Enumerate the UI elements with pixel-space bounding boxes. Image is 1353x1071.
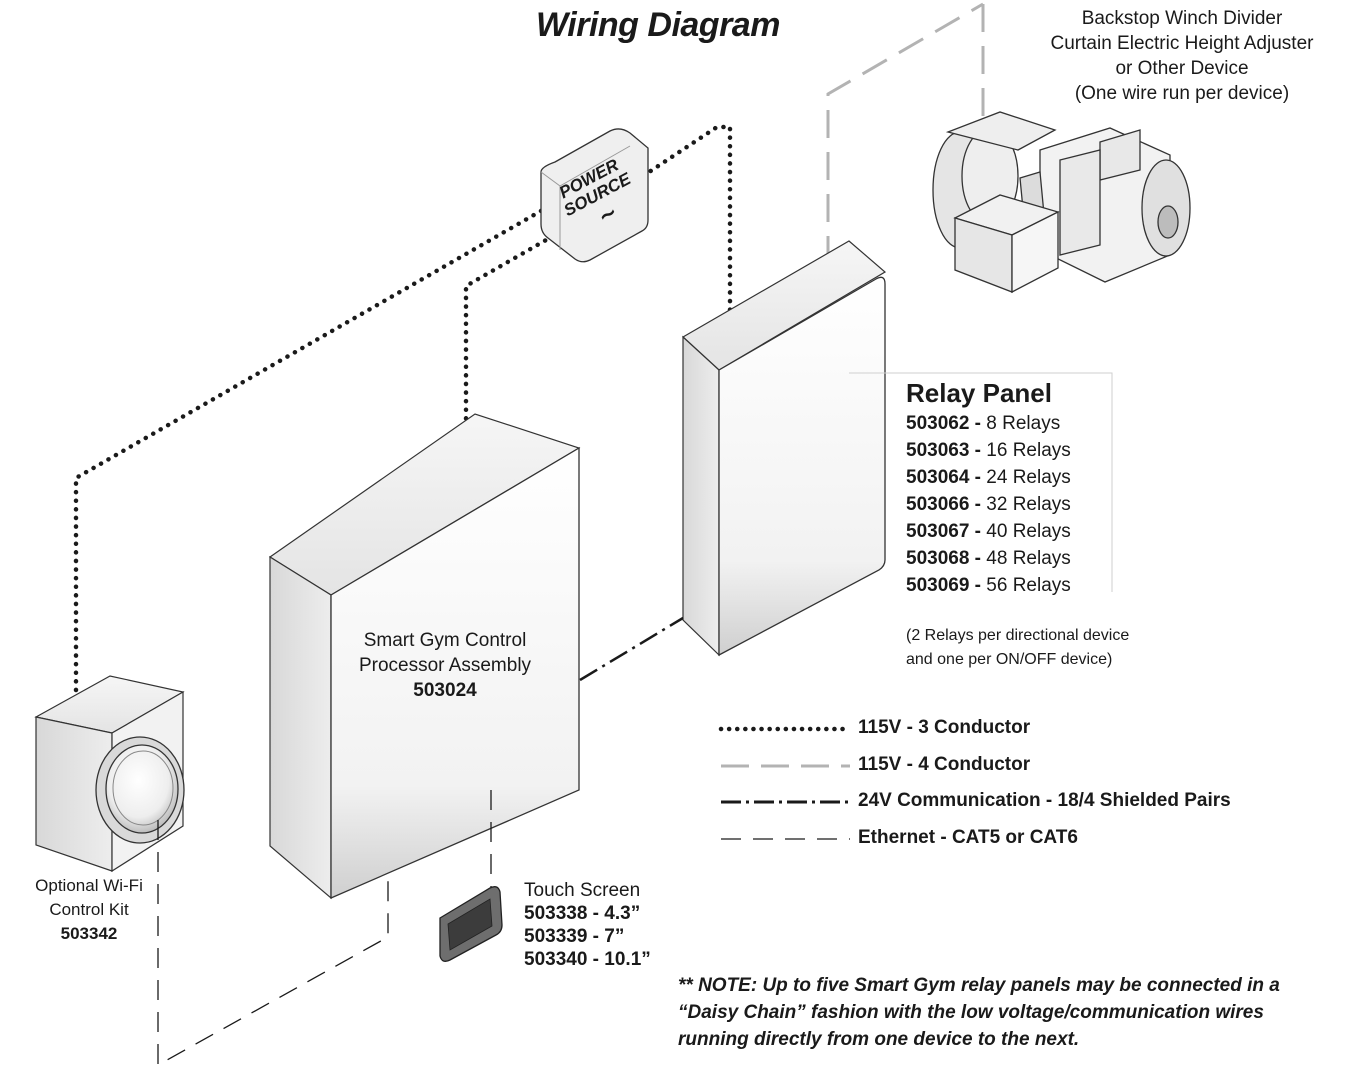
relay-panel-title: Relay Panel bbox=[906, 378, 1052, 408]
legend-label: 115V - 3 Conductor bbox=[858, 717, 1031, 738]
relay-panel-note: (2 Relays per directional device and one… bbox=[906, 624, 1129, 672]
relay-model-code: 503069 - bbox=[906, 575, 982, 596]
wifi-kit-label: Optional Wi-Fi Control Kit 503342 bbox=[4, 874, 174, 946]
relay-model-code: 503068 - bbox=[906, 548, 982, 569]
relay-model-code: 503066 - bbox=[906, 494, 982, 515]
relay-model-code: 503064 - bbox=[906, 467, 982, 488]
relay-model-desc: 24 Relays bbox=[986, 467, 1071, 488]
touch-screen-model: 503338 - 4.3” bbox=[524, 903, 641, 924]
relay-model-row: 503069 - 56 Relays bbox=[906, 572, 1071, 599]
relay-model-desc: 16 Relays bbox=[986, 440, 1071, 461]
wire-ethernet bbox=[157, 790, 492, 1067]
relay-model-desc: 32 Relays bbox=[986, 494, 1071, 515]
device-label-line: or Other Device bbox=[1115, 58, 1249, 79]
legend-label: 24V Communication - 18/4 Shielded Pairs bbox=[858, 790, 1231, 811]
daisy-chain-note: ** NOTE: Up to five Smart Gym relay pane… bbox=[678, 972, 1348, 1053]
relay-model-code: 503063 - bbox=[906, 440, 982, 461]
note-line: running directly from one device to the … bbox=[678, 1029, 1080, 1050]
relay-model-desc: 8 Relays bbox=[986, 413, 1061, 434]
touch-screen-device bbox=[439, 886, 503, 962]
processor-part-number: 503024 bbox=[413, 680, 477, 701]
touch-screen-model: 503340 - 10.1” bbox=[524, 949, 651, 970]
wire-24v-communication bbox=[579, 616, 684, 682]
legend-row-115v-3: 115V - 3 Conductor bbox=[718, 717, 1338, 743]
touch-screen-label: Touch Screen 503338 - 4.3” 503339 - 7” 5… bbox=[524, 879, 651, 971]
relay-panel-info: Relay Panel 503062 - 8 Relays 503063 - 1… bbox=[906, 378, 1071, 599]
relay-model-row: 503066 - 32 Relays bbox=[906, 491, 1071, 518]
diagram-title: Wiring Diagram bbox=[536, 6, 780, 44]
legend-line-samples bbox=[718, 726, 853, 840]
power-source-box: POWER SOURCE ~ bbox=[540, 128, 649, 263]
relay-panel-box bbox=[681, 240, 887, 657]
processor-label-line: Smart Gym Control bbox=[363, 630, 527, 651]
legend-row-24v: 24V Communication - 18/4 Shielded Pairs bbox=[718, 790, 1338, 816]
winch-device-illustration bbox=[932, 111, 1191, 294]
relay-model-row: 503067 - 40 Relays bbox=[906, 518, 1071, 545]
relay-note-line: (2 Relays per directional device bbox=[906, 627, 1130, 644]
note-line: ** NOTE: Up to five Smart Gym relay pane… bbox=[678, 975, 1280, 996]
wifi-control-kit bbox=[34, 675, 185, 873]
touch-screen-model: 503339 - 7” bbox=[524, 926, 625, 947]
legend-row-115v-4: 115V - 4 Conductor bbox=[718, 754, 1338, 780]
device-label-line: Backstop Winch Divider bbox=[1081, 8, 1283, 29]
processor-label: Smart Gym Control Processor Assembly 503… bbox=[330, 628, 560, 703]
wire-115v-3-conductor bbox=[73, 124, 733, 693]
device-label: Backstop Winch Divider Curtain Electric … bbox=[1022, 6, 1342, 106]
device-label-line: (One wire run per device) bbox=[1074, 83, 1290, 104]
legend-label: Ethernet - CAT5 or CAT6 bbox=[858, 827, 1078, 848]
relay-model-row: 503063 - 16 Relays bbox=[906, 437, 1071, 464]
processor-assembly-box bbox=[268, 413, 581, 900]
relay-model-desc: 56 Relays bbox=[986, 575, 1071, 596]
relay-model-code: 503062 - bbox=[906, 413, 982, 434]
wifi-kit-label-line: Control Kit bbox=[49, 900, 129, 919]
note-line: “Daisy Chain” fashion with the low volta… bbox=[678, 1002, 1264, 1023]
wifi-kit-label-line: Optional Wi-Fi bbox=[35, 876, 143, 895]
wifi-kit-part-number: 503342 bbox=[60, 924, 118, 943]
legend-row-ethernet: Ethernet - CAT5 or CAT6 bbox=[718, 827, 1338, 853]
relay-model-row: 503062 - 8 Relays bbox=[906, 410, 1071, 437]
relay-model-row: 503068 - 48 Relays bbox=[906, 545, 1071, 572]
device-label-line: Curtain Electric Height Adjuster bbox=[1050, 33, 1314, 54]
relay-model-desc: 48 Relays bbox=[986, 548, 1071, 569]
thermostat-dial-icon bbox=[105, 744, 179, 834]
relay-model-row: 503064 - 24 Relays bbox=[906, 464, 1071, 491]
relay-panel-leader bbox=[849, 372, 1113, 592]
relay-note-line: and one per ON/OFF device) bbox=[906, 651, 1113, 668]
relay-model-desc: 40 Relays bbox=[986, 521, 1071, 542]
processor-label-line: Processor Assembly bbox=[358, 655, 532, 676]
legend-label: 115V - 4 Conductor bbox=[858, 754, 1031, 775]
touch-screen-title: Touch Screen bbox=[524, 880, 641, 901]
relay-model-code: 503067 - bbox=[906, 521, 982, 542]
